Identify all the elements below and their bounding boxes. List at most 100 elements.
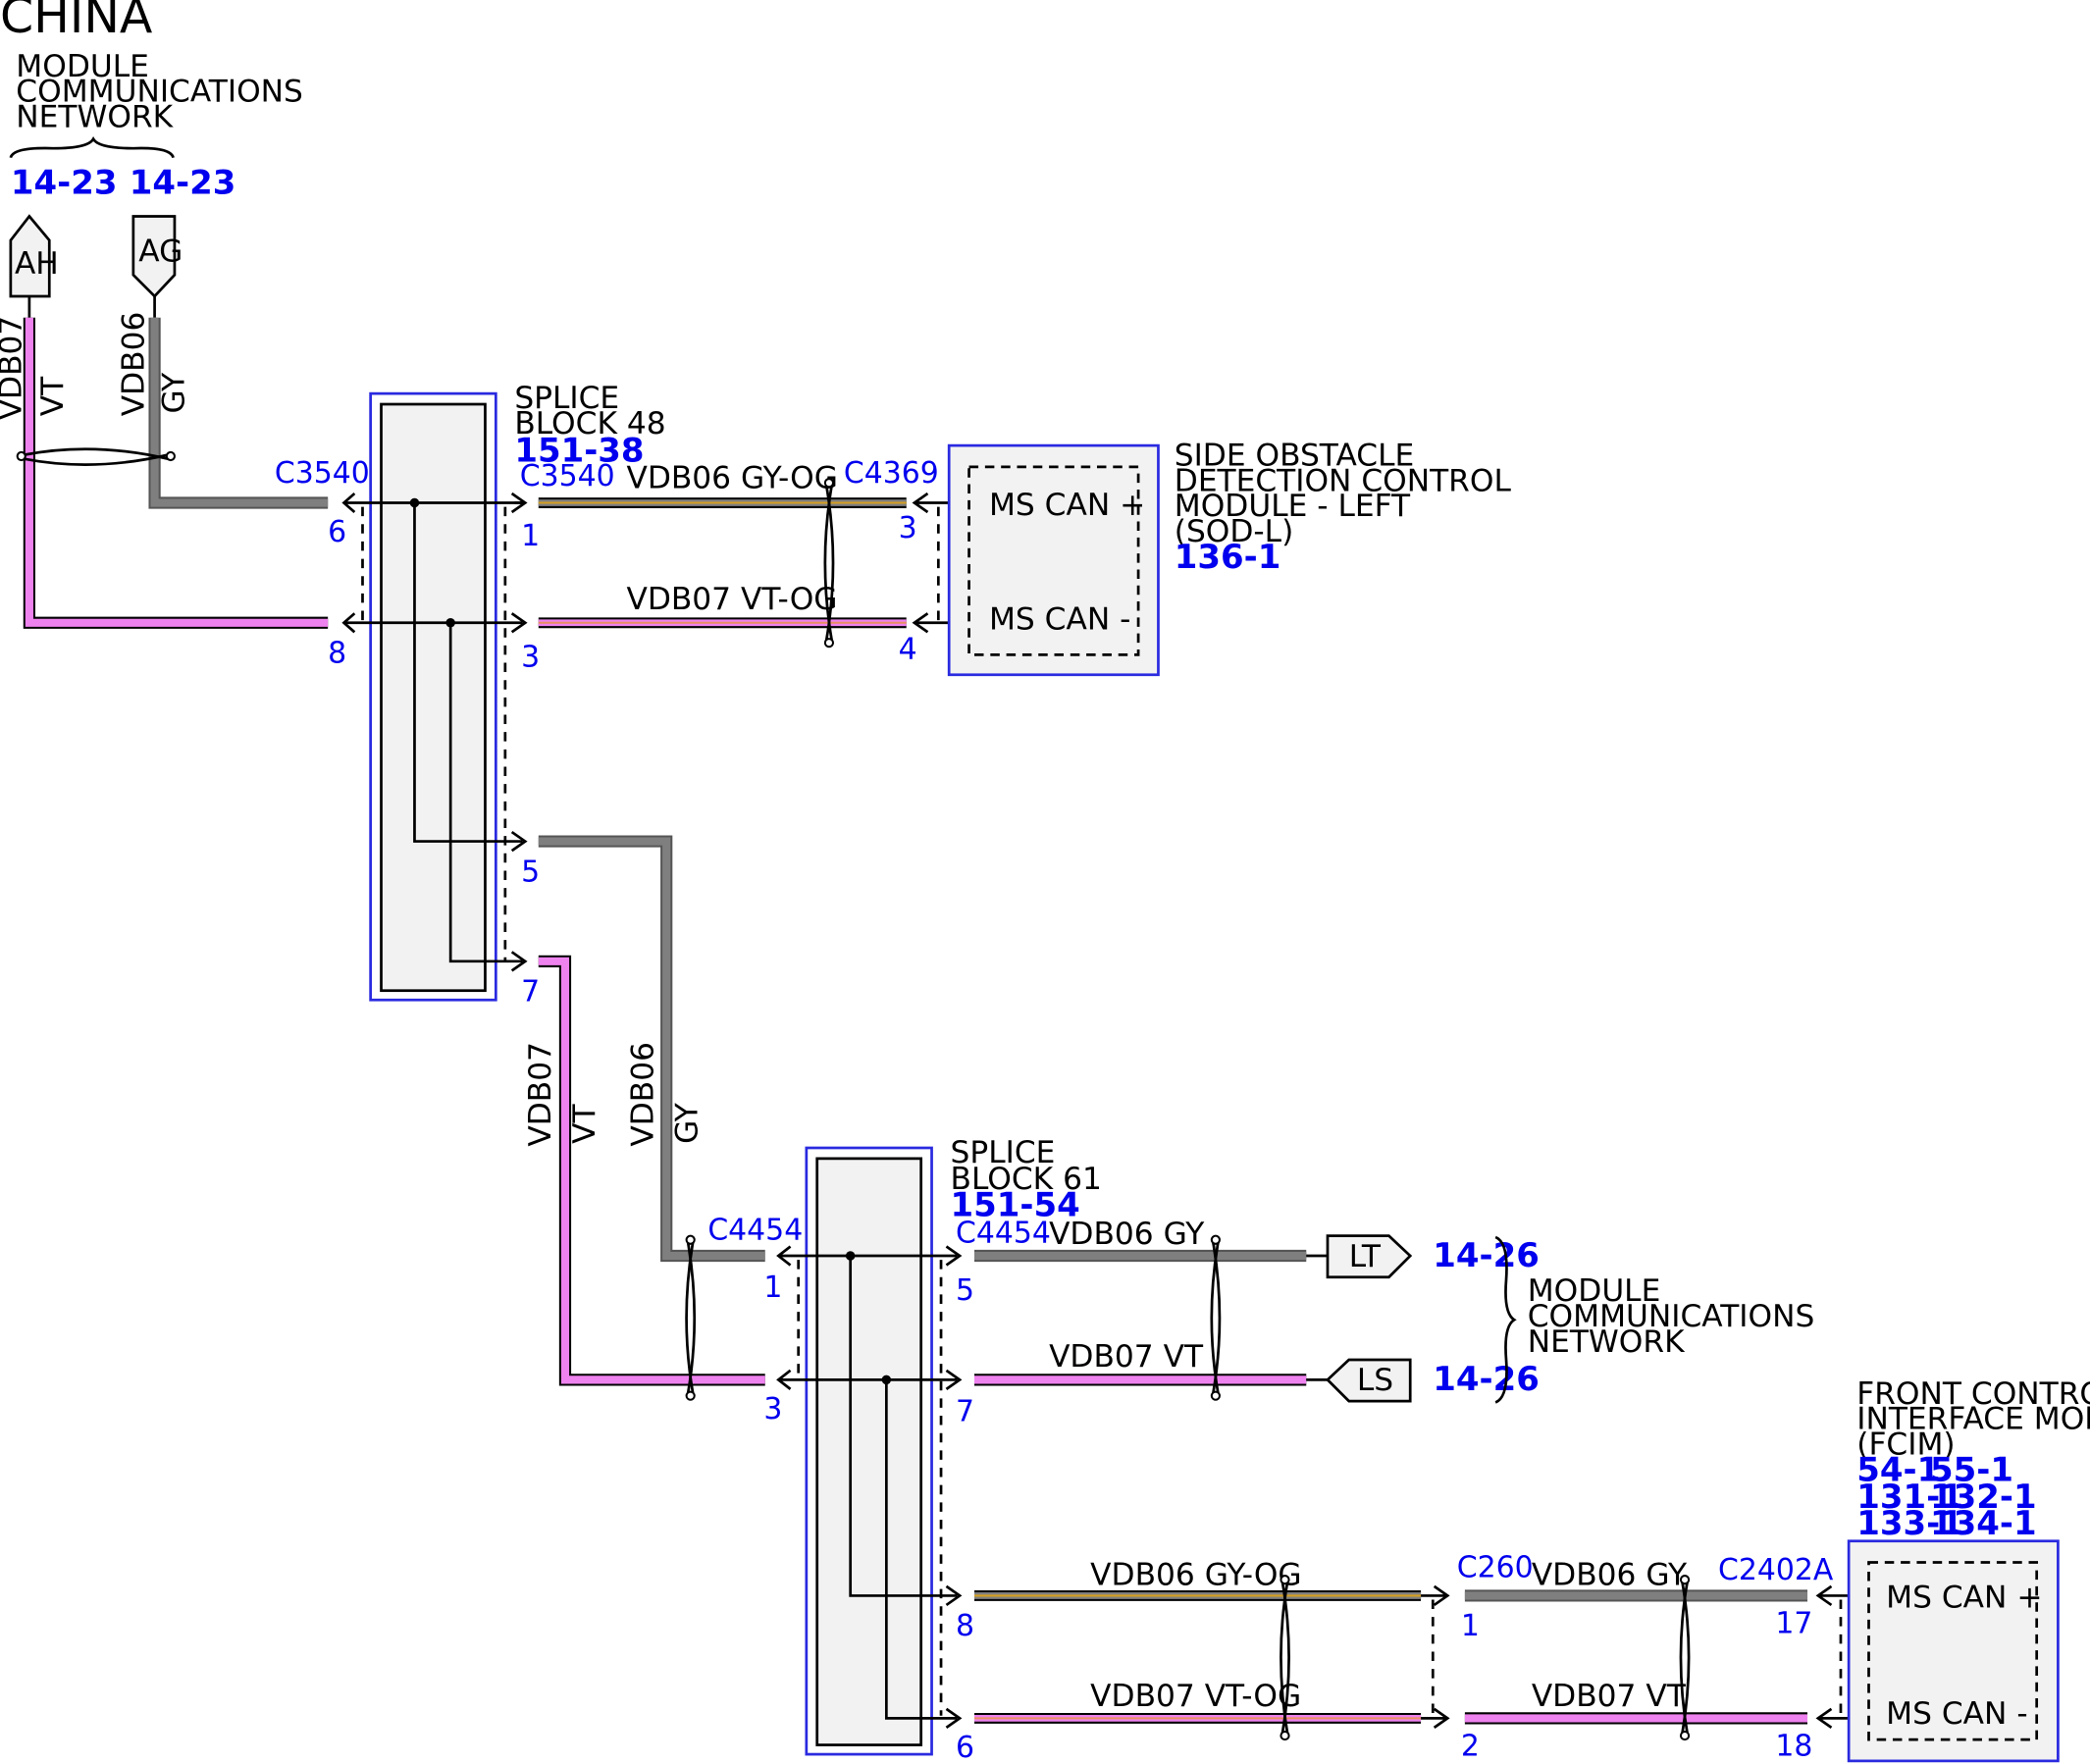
- fcim-ref-132-1[interactable]: 132-1: [1930, 1478, 2037, 1517]
- sod-line3: MODULE - LEFT: [1175, 489, 1411, 524]
- conn-c2402a: C2402A: [1718, 1553, 1834, 1587]
- pin-sod-3: 3: [899, 511, 917, 545]
- twisted-pair-symbol-mid: [685, 1234, 697, 1401]
- connector-ag: AG: [131, 215, 183, 298]
- ls-wire-label: VDB07 VT: [1049, 1339, 1204, 1375]
- pin-48-r5: 5: [521, 855, 540, 889]
- ref-lt-link[interactable]: 14-26: [1433, 1236, 1540, 1275]
- fcim-ref-55-1[interactable]: 55-1: [1930, 1451, 2013, 1490]
- pin-fcim-17: 17: [1775, 1606, 1812, 1640]
- top-network-brace: [9, 135, 175, 159]
- ref-ls-link[interactable]: 14-26: [1433, 1360, 1540, 1399]
- splice-48-line2: BLOCK 48: [514, 406, 665, 441]
- splice-48-ref[interactable]: 151-38: [514, 431, 644, 470]
- connector-lt-label: LT: [1349, 1239, 1382, 1274]
- wire-vdb06-gy-mid[interactable]: [538, 837, 765, 1261]
- sod-line4: (SOD-L): [1175, 514, 1294, 549]
- sod-l-module[interactable]: MS CAN + MS CAN -: [947, 443, 1160, 677]
- splice-48-label: SPLICE BLOCK 48 151-38: [514, 381, 665, 470]
- fcim-pin-minus: MS CAN -: [1886, 1696, 2027, 1732]
- connector-ah-label: AH: [15, 246, 59, 282]
- conn-c4454-left: C4454: [707, 1214, 803, 1248]
- splice-61-line2: BLOCK 61: [951, 1162, 1102, 1197]
- pin-c260-2: 2: [1461, 1729, 1480, 1763]
- sod-pin-plus: MS CAN +: [989, 488, 1145, 523]
- lt-ls-line2: COMMUNICATIONS: [1528, 1299, 1815, 1334]
- fcim-pin-plus: MS CAN +: [1886, 1581, 2042, 1616]
- pin-61-r5: 5: [956, 1273, 974, 1308]
- pin-61-r7: 7: [956, 1394, 974, 1428]
- lt-ls-brace: [1494, 1235, 1517, 1404]
- pin-61-r6: 6: [956, 1731, 974, 1764]
- pin-fcim-18: 18: [1775, 1729, 1812, 1763]
- sod-ref[interactable]: 136-1: [1175, 538, 1281, 577]
- splice-48-internal: [343, 497, 523, 963]
- wire-vdb06-gy-top[interactable]: [150, 317, 329, 507]
- mid-wire-labels: VDB07 VT VDB06 GY: [523, 1042, 705, 1147]
- splice-61-label: SPLICE BLOCK 61 151-54: [951, 1135, 1102, 1224]
- fcim-ref-133-1[interactable]: 133-1: [1856, 1504, 1963, 1543]
- ref-ah-link[interactable]: 14-23: [11, 163, 118, 202]
- twisted-pair-symbol-fcim2: [1679, 1575, 1691, 1741]
- mid-gy-circuit: VDB06: [626, 1042, 661, 1147]
- splice-61-line1: SPLICE: [951, 1135, 1056, 1170]
- splice-61-terminals: [776, 1245, 963, 1730]
- pin-48-l8: 8: [328, 637, 346, 671]
- conn-c3540-right: C3540: [520, 459, 615, 493]
- fcim-wire1-label: VDB06 GY-OG: [1090, 1558, 1301, 1593]
- fcim-line3: (FCIM): [1856, 1427, 1955, 1462]
- top-network-line2: COMMUNICATIONS: [16, 75, 303, 110]
- top-vt-color: VT: [35, 376, 71, 416]
- connector-ag-label: AG: [138, 234, 183, 270]
- wire-vdb07-vt-mid[interactable]: [538, 957, 765, 1384]
- pin-61-l1: 1: [763, 1271, 782, 1305]
- fcim-line2: INTERFACE MODULE: [1856, 1402, 2090, 1437]
- fcim-wire2-label: VDB07 VT-OG: [1090, 1679, 1301, 1714]
- sod-module-label: SIDE OBSTACLE DETECTION CONTROL MODULE -…: [1175, 438, 1512, 577]
- sod-line1: SIDE OBSTACLE: [1175, 438, 1414, 473]
- sod-wire1-label: VDB06 GY-OG: [626, 461, 837, 496]
- conn-c260: C260: [1457, 1550, 1534, 1584]
- fcim-ref-131-1[interactable]: 131-1: [1856, 1478, 1963, 1517]
- top-wire-labels: VDB07 VT VDB06 GY: [0, 312, 191, 421]
- pin-sod-4: 4: [899, 632, 917, 666]
- fcim-module[interactable]: MS CAN + MS CAN -: [1847, 1539, 2060, 1763]
- splice-block-61[interactable]: [805, 1146, 933, 1756]
- page-title: CHINA: [0, 0, 153, 44]
- conn-c4369: C4369: [844, 456, 939, 491]
- wire-vdb07-vt-top[interactable]: [25, 317, 329, 627]
- conn-c4454-right: C4454: [956, 1216, 1051, 1250]
- splice-61-ref[interactable]: 151-54: [951, 1185, 1080, 1224]
- connector-ah: AH: [9, 214, 59, 298]
- splice-48-left-terminals: [341, 492, 356, 634]
- sod-line2: DETECTION CONTROL: [1175, 463, 1512, 498]
- top-gy-color: GY: [156, 372, 191, 414]
- fcim-wire3-label: VDB06 GY: [1532, 1558, 1688, 1593]
- connector-ls: LS: [1326, 1358, 1412, 1403]
- splice-48-line1: SPLICE: [514, 381, 619, 416]
- splice-48-right-terminals: [510, 492, 528, 972]
- lt-ls-line3: NETWORK: [1528, 1324, 1686, 1360]
- twisted-pair-symbol-fcim1: [1280, 1575, 1290, 1741]
- splice-block-48[interactable]: [369, 391, 497, 1002]
- conn-c3540-left: C3540: [275, 456, 370, 491]
- lt-ls-line1: MODULE: [1528, 1273, 1661, 1309]
- top-gy-circuit: VDB06: [117, 312, 152, 417]
- top-network-line3: NETWORK: [16, 99, 174, 134]
- sod-pin-minus: MS CAN -: [989, 602, 1130, 638]
- fcim-ref-134-1[interactable]: 134-1: [1930, 1504, 2037, 1543]
- mid-vt-circuit: VDB07: [523, 1042, 558, 1147]
- pin-48-r3: 3: [521, 641, 540, 675]
- pin-61-r8: 8: [956, 1609, 974, 1643]
- pin-c260-1: 1: [1461, 1609, 1480, 1643]
- fcim-ref-54-1[interactable]: 54-1: [1856, 1451, 1940, 1490]
- c260-terminals: [1421, 1584, 1450, 1730]
- fcim-line1: FRONT CONTROLS: [1856, 1376, 2090, 1412]
- ref-ag-link[interactable]: 14-23: [130, 163, 236, 202]
- pin-61-l3: 3: [763, 1392, 782, 1427]
- pin-48-r7: 7: [521, 975, 540, 1010]
- fcim-wire4-label: VDB07 VT: [1532, 1679, 1687, 1714]
- connector-lt: LT: [1326, 1234, 1413, 1279]
- lt-ls-network-label: MODULE COMMUNICATIONS NETWORK: [1528, 1273, 1815, 1360]
